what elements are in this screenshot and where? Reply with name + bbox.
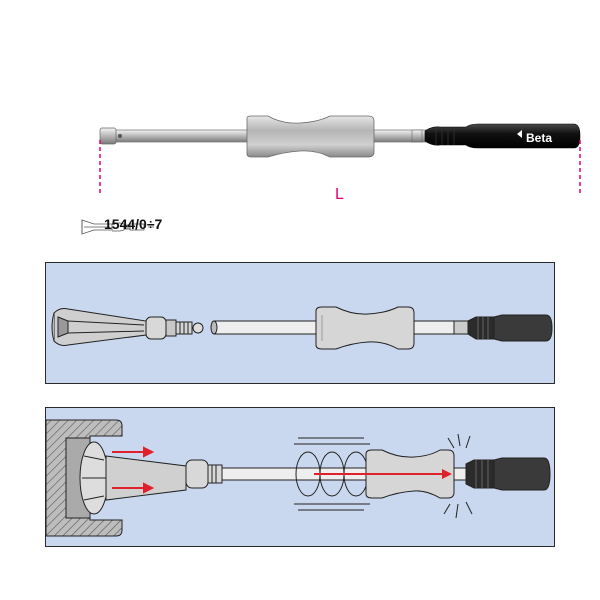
compatible-extractor-code: 1544/0÷7 (104, 216, 163, 232)
collet-extractor-icon (81, 219, 158, 235)
usage-illustration-panel (45, 407, 555, 547)
handle-ferrule (467, 316, 495, 340)
assembly-drawing (51, 306, 553, 350)
brand-logo: Beta (526, 131, 552, 145)
extractor-collar (145, 316, 167, 340)
usage-drawing (46, 419, 551, 537)
rod-tip (99, 127, 117, 145)
handle (424, 123, 581, 149)
sliding-weight (246, 115, 375, 158)
assembly-illustration-panel (45, 262, 555, 384)
collet-in-bore (105, 455, 187, 501)
slide-hammer-photo: Beta (99, 115, 581, 195)
hammer-handle (493, 314, 553, 342)
motion-arrow (442, 469, 452, 479)
handle-grip (493, 457, 551, 491)
dimension-label: L (335, 186, 344, 203)
hammer-weight (315, 306, 415, 350)
